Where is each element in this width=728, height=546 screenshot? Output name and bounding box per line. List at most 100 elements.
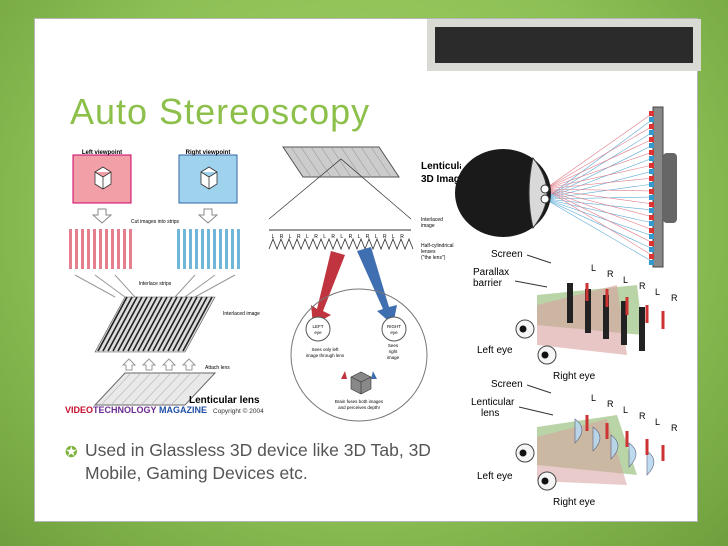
blue-ray xyxy=(544,198,654,211)
title-tab-decoration xyxy=(427,19,701,71)
screen-segments xyxy=(585,283,665,329)
strip-letter: R xyxy=(400,234,404,240)
attach-lens-arrows xyxy=(121,358,197,371)
lens-left-eye-label: Left eye xyxy=(477,471,513,482)
red-pixel xyxy=(649,228,654,233)
bullet-icon: ✪ xyxy=(65,444,78,461)
credit-technology: TECHNOLOGY xyxy=(93,405,157,415)
credit-video: VIDEO xyxy=(65,405,93,415)
slide: Auto Stereoscopy Left viewpoint Right vi… xyxy=(34,18,701,522)
right-eye-circle xyxy=(381,316,407,342)
lenticular-lens-label: Lenticular lens xyxy=(189,395,260,406)
cut-strips-label: Cut images into strips xyxy=(131,219,180,225)
blue-pixel xyxy=(649,247,654,252)
strip-letter: L xyxy=(358,234,361,240)
strip-letter: L xyxy=(272,234,275,240)
blue-pixel xyxy=(649,208,654,213)
brain-label-2: and perceives depth! xyxy=(338,405,380,410)
strip-letter: L xyxy=(340,234,343,240)
blue-pixel xyxy=(649,169,654,174)
red-ray xyxy=(544,188,654,218)
red-ray xyxy=(544,188,654,205)
parallax-label-1: Parallax xyxy=(473,267,509,278)
red-pixel xyxy=(649,215,654,220)
blue-ray xyxy=(544,196,654,200)
parallax-label-2: barrier xyxy=(473,278,503,289)
lr-letter: R xyxy=(671,293,678,303)
strip-letter: L xyxy=(289,234,292,240)
red-ray xyxy=(544,164,654,190)
interlaced-label-2: image xyxy=(421,223,435,229)
interlaced-label-1: Interlaced xyxy=(421,217,443,223)
sees-right-label-3: image xyxy=(387,355,400,360)
right-strips xyxy=(177,229,240,269)
blue-ray xyxy=(544,131,654,200)
red-ray xyxy=(544,188,654,257)
halfcyl-label-2: lenses xyxy=(421,249,436,255)
blue-pixel xyxy=(649,234,654,239)
right-eye-label-1: RIGHT xyxy=(387,324,401,329)
lens-right-eye-label: Right eye xyxy=(553,497,596,508)
head-outline xyxy=(290,288,428,422)
lr-letter: L xyxy=(591,263,596,273)
blue-pixel xyxy=(649,156,654,161)
slide-title: Auto Stereoscopy xyxy=(70,91,371,132)
strip-letter: R xyxy=(349,234,353,240)
screen-panel xyxy=(652,106,664,268)
parallax-screen-label: Screen xyxy=(491,249,523,260)
red-pixel xyxy=(649,254,654,259)
blue-ray xyxy=(544,198,654,224)
blue-pixel xyxy=(649,130,654,135)
red-ray xyxy=(544,151,654,190)
blue-ray xyxy=(544,144,654,200)
left-eye-label-1: LEFT xyxy=(312,324,323,329)
strip-letter: R xyxy=(280,234,284,240)
red-pixel xyxy=(649,241,654,246)
brain-label-1: Brain fuses both images xyxy=(335,399,384,404)
red-ray xyxy=(544,138,654,190)
left-eye-label-2: eye xyxy=(314,330,322,335)
interlaced-image-label: Interlaced image xyxy=(223,311,260,317)
left-eye-circle xyxy=(305,316,331,342)
barrier-slats xyxy=(567,283,645,351)
credit-line: VIDEO TECHNOLOGY MAGAZINE Copyright © 20… xyxy=(65,405,264,415)
red-pixel xyxy=(649,150,654,155)
bullet-text: Used in Glassless 3D device like 3D Tab,… xyxy=(85,440,431,483)
head-screen-rays-figure xyxy=(455,106,677,268)
lr-letter: R xyxy=(639,281,646,291)
lens-label-1: Lenticular xyxy=(471,397,515,408)
lens-cylinders xyxy=(574,418,655,476)
strip-letter: R xyxy=(366,234,370,240)
lenticular-3d-title-2: 3D Images xyxy=(421,174,461,185)
blue-ray xyxy=(544,198,654,263)
lr-letter: L xyxy=(623,405,628,415)
sees-right-label-1: Sees xyxy=(388,343,399,348)
lr-letter: L xyxy=(655,287,660,297)
blue-pixel xyxy=(649,195,654,200)
blue-ray xyxy=(544,183,654,200)
red-pixel xyxy=(649,202,654,207)
credit-magazine: MAGAZINE xyxy=(159,405,207,415)
lens-screen-label: Screen xyxy=(491,379,523,390)
red-ray xyxy=(544,177,654,190)
blue-ray xyxy=(544,118,654,200)
sees-left-label-1: Sees only left xyxy=(311,347,339,352)
blue-ray xyxy=(544,198,654,250)
left-strips xyxy=(69,229,132,269)
strip-letter: L xyxy=(375,234,378,240)
screen-pixels xyxy=(649,111,654,265)
lens-label-2: lens xyxy=(481,408,499,419)
right-viewpoint-label: Right viewpoint xyxy=(186,150,231,156)
blue-ray xyxy=(544,170,654,200)
lr-letter: L xyxy=(623,275,628,285)
lr-letter: R xyxy=(671,423,678,433)
strip-letter: R xyxy=(331,234,335,240)
screen-stand xyxy=(663,153,677,223)
sees-left-label-2: image through lens xyxy=(306,353,345,358)
red-ray xyxy=(544,188,654,192)
